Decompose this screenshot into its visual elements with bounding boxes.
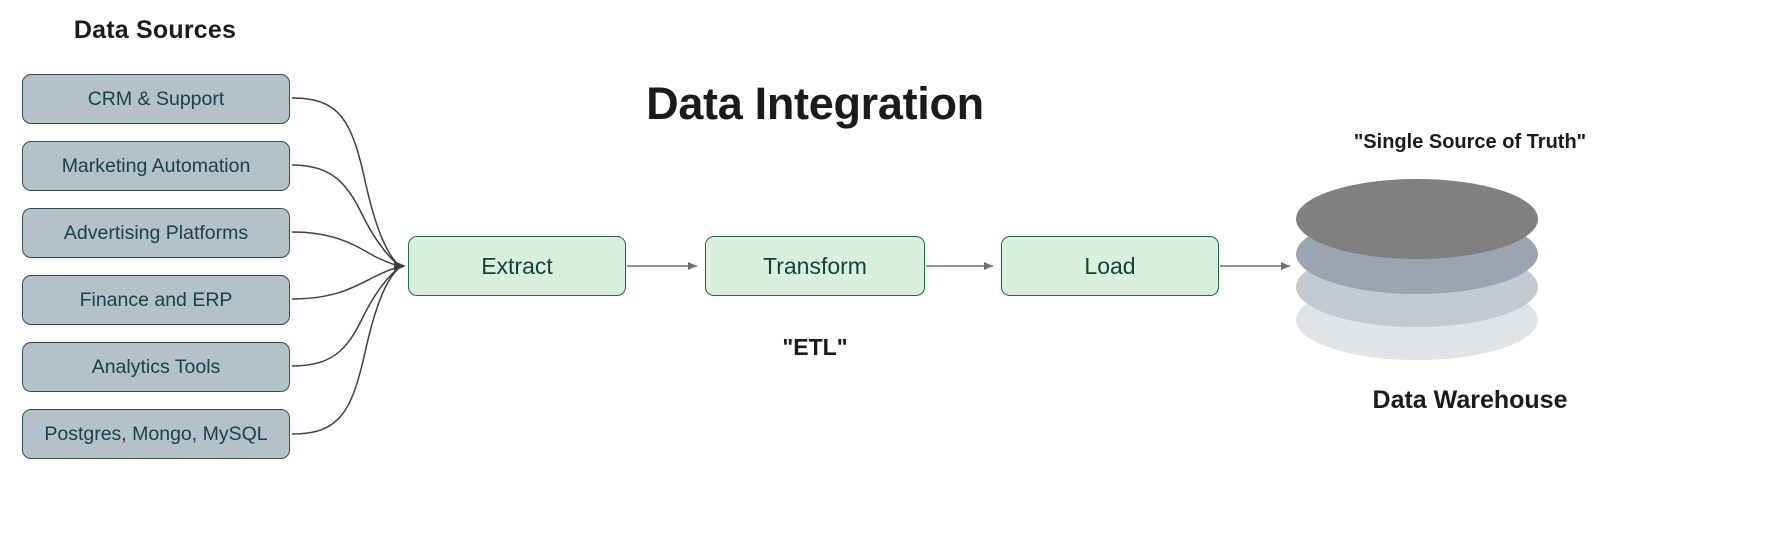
source-box-advertising-platforms[interactable]: Advertising Platforms	[22, 208, 290, 258]
source-box-finance-erp[interactable]: Finance and ERP	[22, 275, 290, 325]
pipeline-stage-extract[interactable]: Extract	[408, 236, 626, 296]
pipeline-stage-load[interactable]: Load	[1001, 236, 1219, 296]
arrowhead-transform	[688, 262, 697, 270]
source-box-marketing-automation[interactable]: Marketing Automation	[22, 141, 290, 191]
source-box-label: CRM & Support	[87, 87, 225, 110]
pipeline-stage-transform[interactable]: Transform	[705, 236, 925, 296]
arrowhead-load	[984, 262, 993, 270]
etl-caption: "ETL"	[782, 334, 848, 360]
edge-crm-to-extract	[291, 97, 401, 267]
source-box-label: Finance and ERP	[79, 288, 233, 311]
pipeline-stage-label: Load	[1084, 252, 1136, 279]
edge-analytics-to-extract	[291, 266, 401, 367]
data-sources-heading: Data Sources	[73, 16, 237, 44]
source-box-databases[interactable]: Postgres, Mongo, MySQL	[22, 409, 290, 459]
arrowhead-warehouse	[1281, 262, 1290, 270]
single-source-of-truth-caption: "Single Source of Truth"	[1353, 131, 1587, 153]
source-box-analytics-tools[interactable]: Analytics Tools	[22, 342, 290, 392]
source-box-label: Advertising Platforms	[63, 221, 249, 244]
source-box-label: Analytics Tools	[91, 355, 221, 378]
source-box-label: Marketing Automation	[61, 154, 251, 177]
edge-finance-to-extract	[291, 266, 401, 300]
data-warehouse-caption: Data Warehouse	[1372, 386, 1568, 414]
warehouse-disk-4	[1296, 280, 1538, 360]
warehouse-disk-1	[1296, 179, 1538, 259]
edge-databases-to-extract	[291, 266, 401, 435]
warehouse-disk-3	[1296, 247, 1538, 327]
page-title: Data Integration	[646, 78, 984, 129]
pipeline-stage-label: Transform	[763, 252, 867, 279]
arrowhead-extract	[394, 261, 406, 271]
source-box-label: Postgres, Mongo, MySQL	[44, 422, 268, 445]
edge-advertising-to-extract	[291, 231, 401, 267]
edge-marketing-to-extract	[291, 164, 401, 267]
warehouse-disk-2	[1296, 214, 1538, 294]
source-box-crm[interactable]: CRM & Support	[22, 74, 290, 124]
pipeline-stage-label: Extract	[481, 252, 553, 279]
source-connectors	[291, 97, 401, 435]
